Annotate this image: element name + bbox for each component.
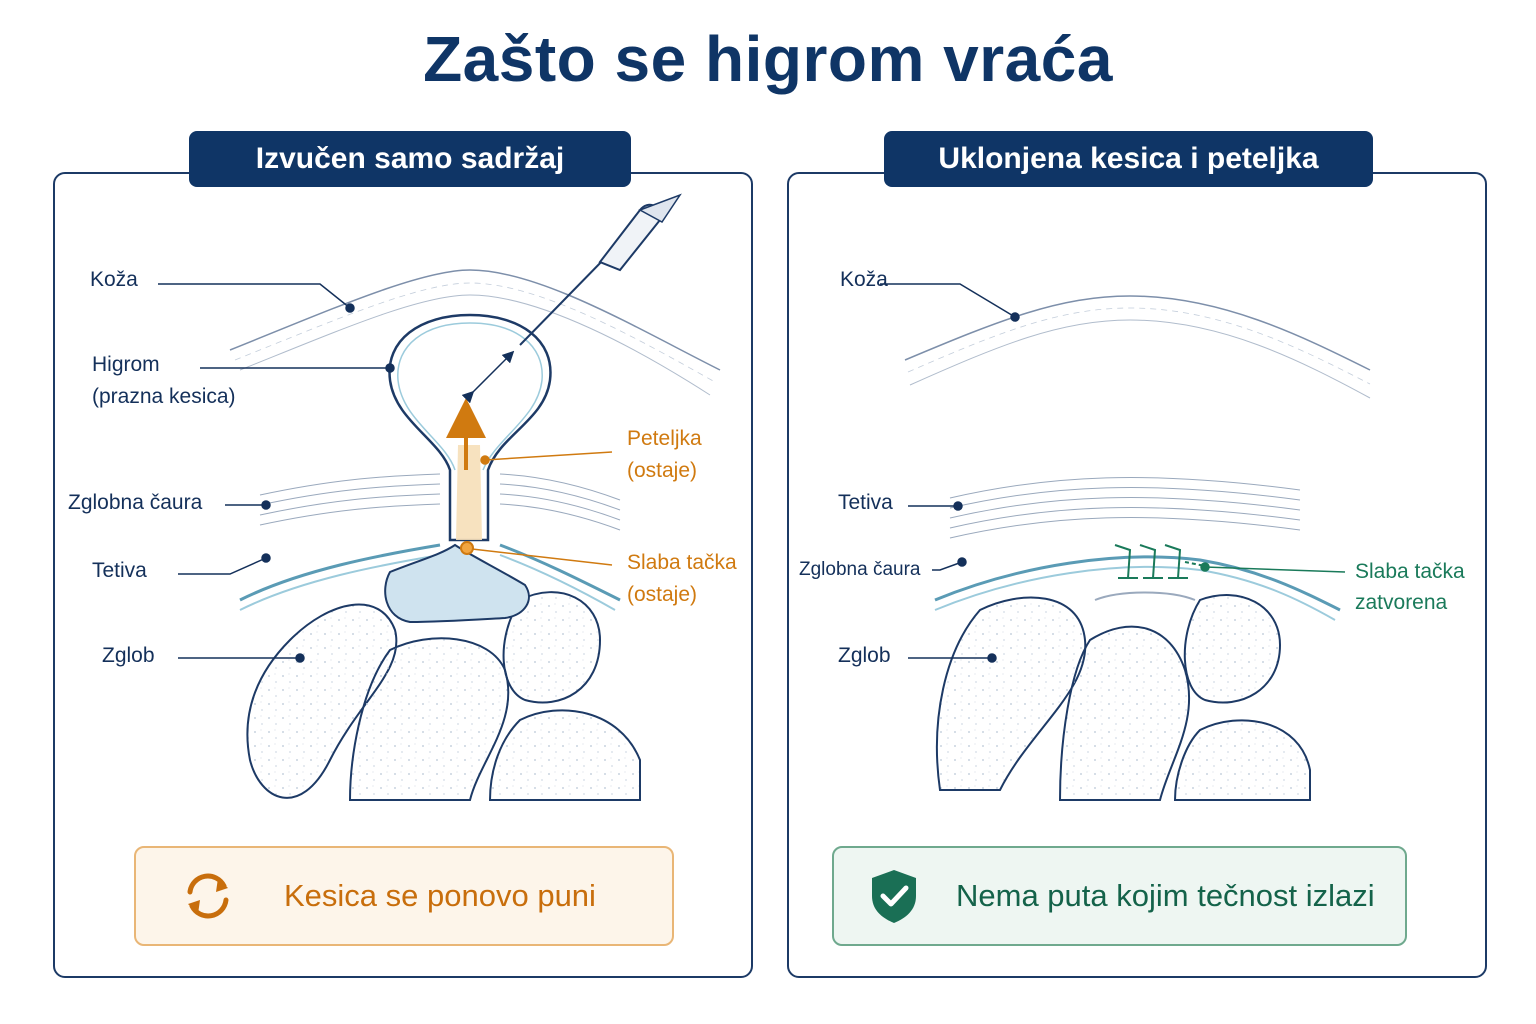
- label-zglobna-caura-left: Zglobna čaura: [68, 491, 203, 514]
- left-panel-header: Izvučen samo sadržaj: [189, 131, 631, 187]
- label-higrom: Higrom: [92, 353, 160, 376]
- left-capsule: [239, 543, 621, 611]
- refresh-icon: [187, 873, 229, 919]
- label-peteljka: Peteljka: [627, 427, 702, 450]
- result-text-right: Nema puta kojim tečnost izlazi: [956, 878, 1375, 913]
- label-zglob-left: Zglob: [102, 644, 155, 667]
- label-slaba-tacka-right-sub: zatvorena: [1355, 591, 1448, 614]
- left-bones: [246, 591, 641, 801]
- result-box-right: Nema puta kojim tečnost izlazi: [832, 846, 1407, 946]
- label-slaba-tacka-left-sub: (ostaje): [627, 583, 698, 606]
- joint-fluid: [384, 543, 530, 624]
- weak-point-dot: [460, 541, 474, 555]
- right-panel-header: Uklonjena kesica i peteljka: [884, 131, 1373, 187]
- label-peteljka-sub: (ostaje): [627, 459, 698, 482]
- stalk: [456, 445, 482, 540]
- label-tetiva-right: Tetiva: [838, 491, 893, 514]
- shield-check-icon: [872, 870, 916, 923]
- label-slaba-tacka-left: Slaba tačka: [627, 551, 737, 574]
- label-koza-right: Koža: [840, 268, 888, 291]
- label-zglob-right: Zglob: [838, 644, 891, 667]
- right-skin: [904, 295, 1371, 399]
- label-koza-left: Koža: [90, 268, 138, 291]
- left-skin: [229, 269, 721, 396]
- right-capsule: [934, 555, 1341, 621]
- result-text-left: Kesica se ponovo puni: [284, 878, 596, 913]
- right-bones: [935, 591, 1311, 801]
- needle-icon: [461, 193, 682, 404]
- right-tendon: [949, 477, 1301, 539]
- left-tendon: [259, 473, 621, 531]
- suture-marks: [1114, 544, 1206, 579]
- result-box-left: Kesica se ponovo puni: [134, 846, 674, 946]
- label-zglobna-caura-right: Zglobna čaura: [799, 559, 921, 580]
- page-title: Zašto se higrom vraća: [423, 23, 1113, 95]
- right-panel: [787, 172, 1487, 978]
- label-tetiva-left: Tetiva: [92, 559, 147, 582]
- label-higrom-sub: (prazna kesica): [92, 385, 236, 408]
- label-slaba-tacka-right: Slaba tačka: [1355, 560, 1465, 583]
